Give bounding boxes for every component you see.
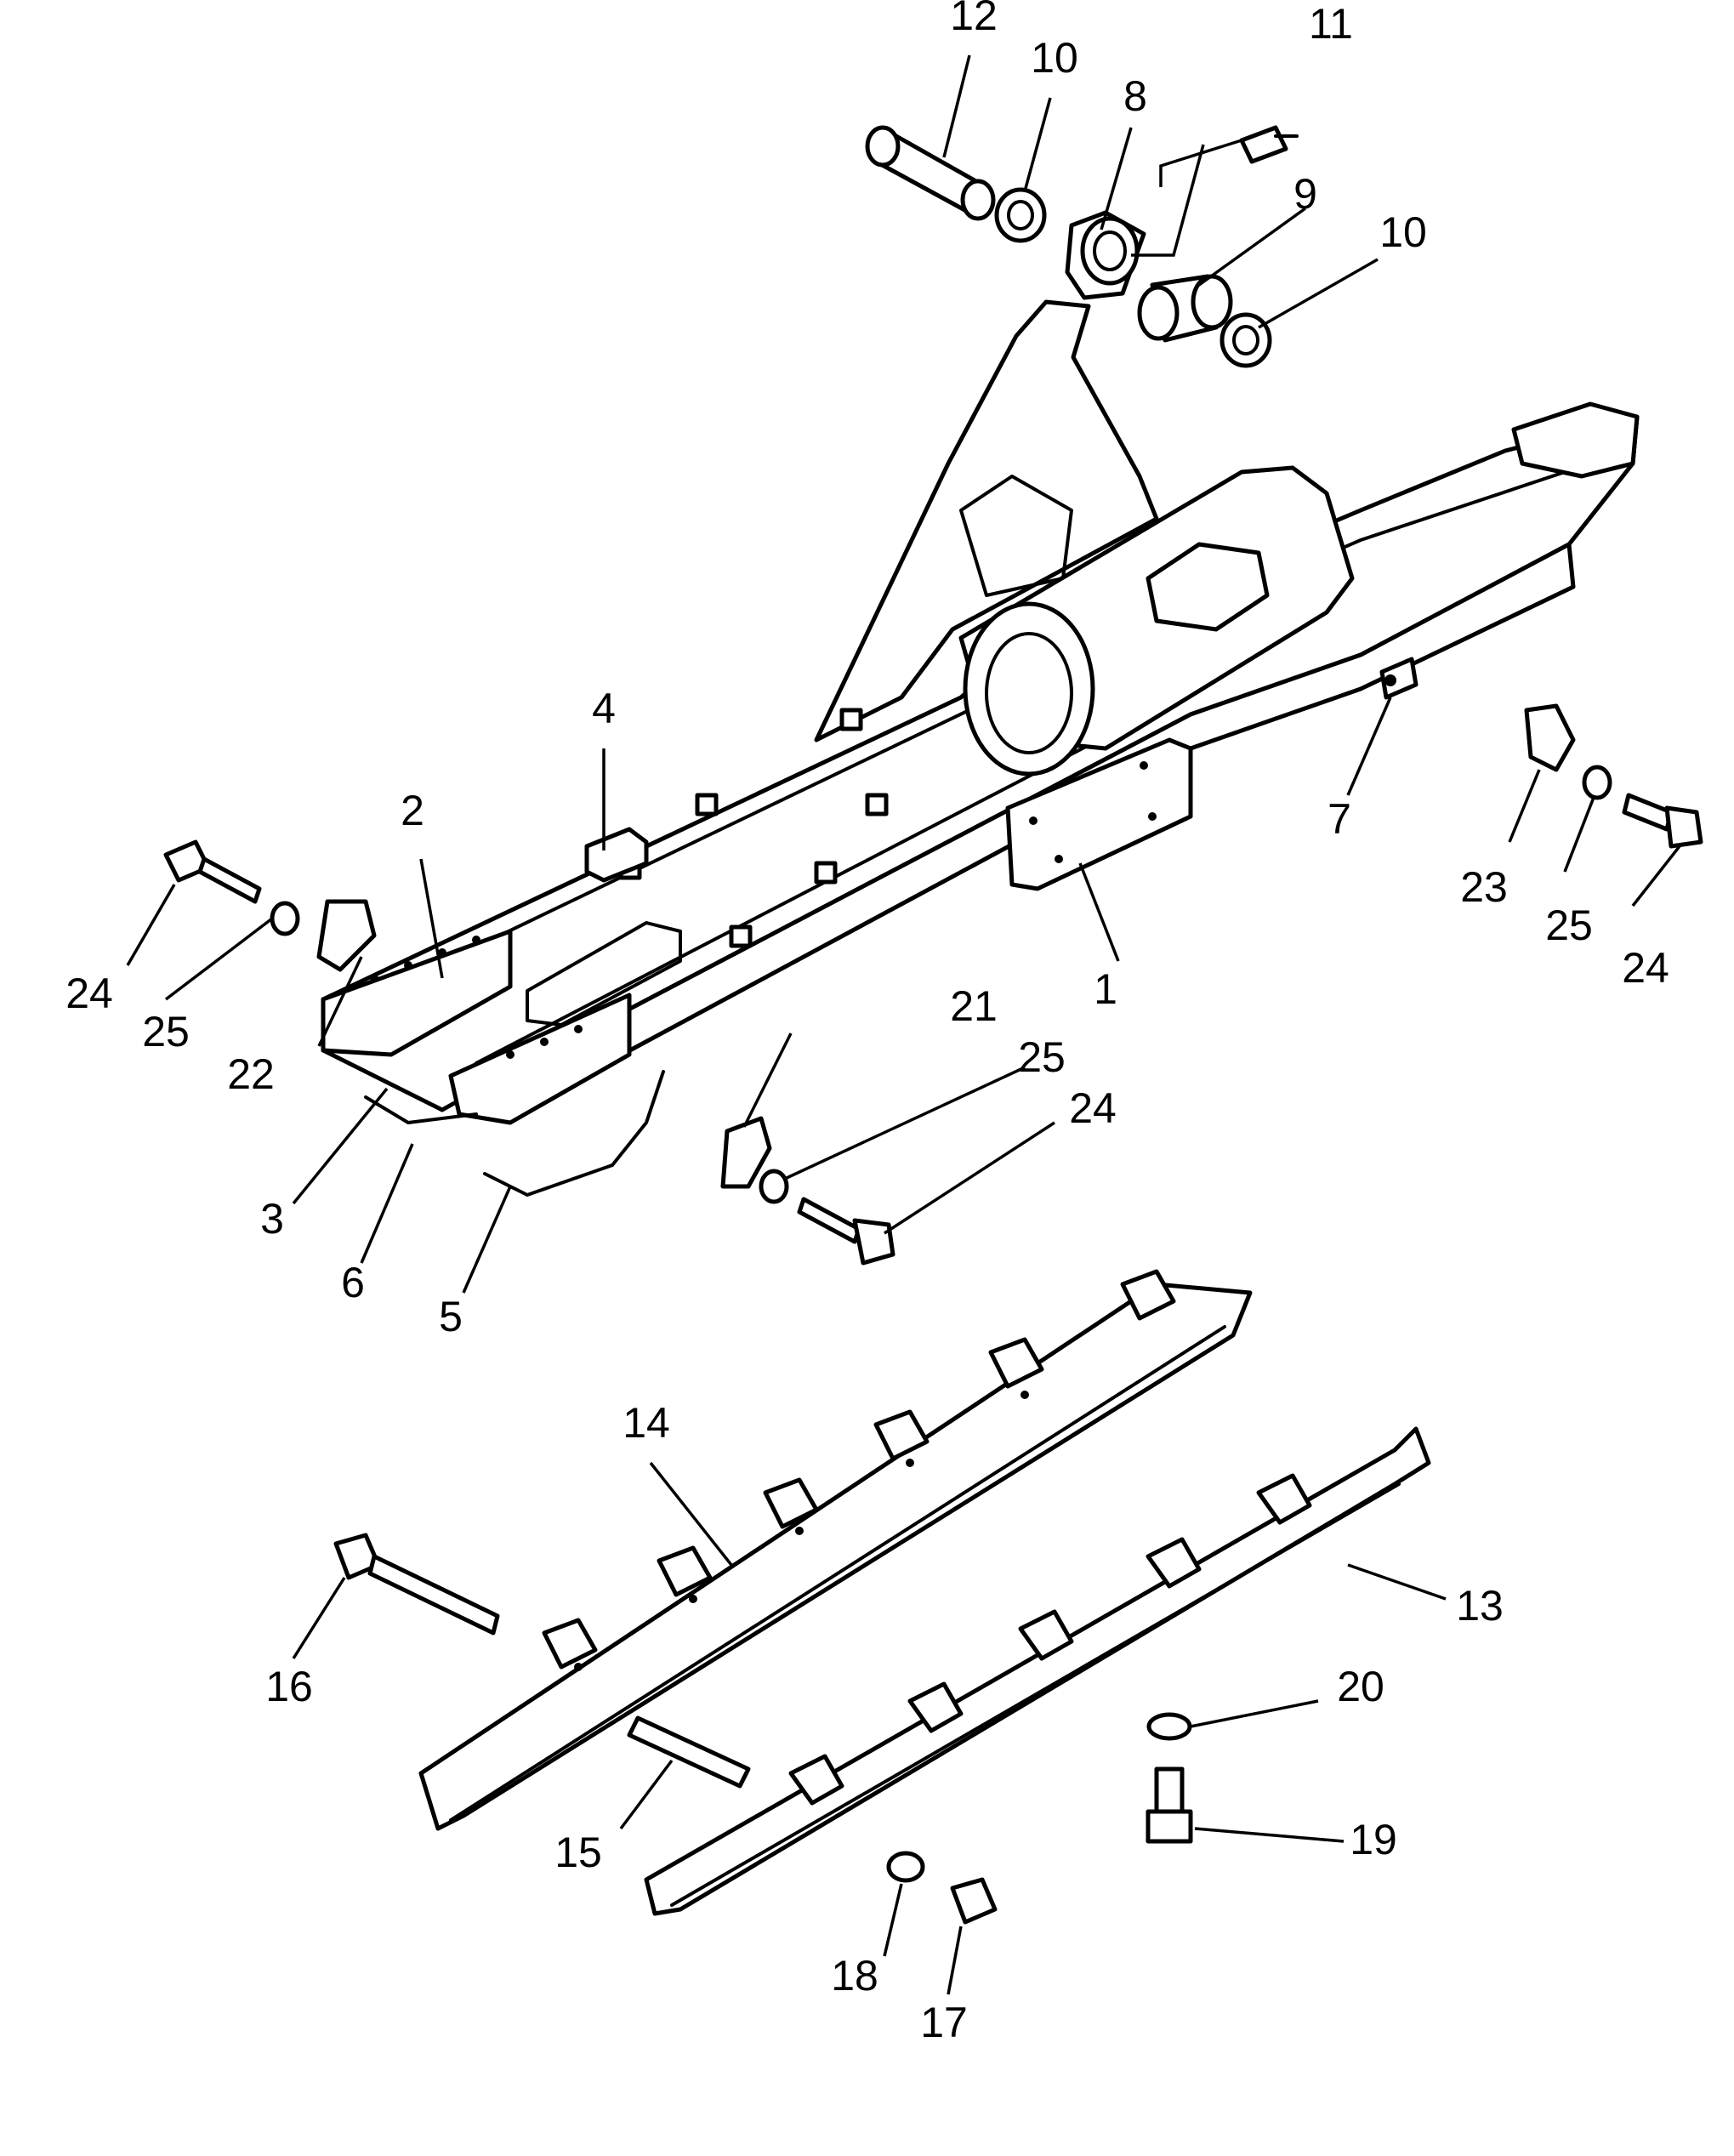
callout-24-left: 24 [65,970,113,1017]
seal-10-lower [1219,312,1272,368]
pin-15 [627,1715,751,1789]
boss-8 [1065,210,1146,300]
pivot-parts [865,125,1299,368]
callout-10-lower: 10 [1379,208,1427,256]
callout-15: 15 [554,1829,602,1876]
callout-3: 3 [260,1195,284,1243]
nut-17 [950,1877,998,1925]
plate-21 [720,1116,772,1189]
bushing-9 [1137,274,1233,343]
callout-11: 11 [1309,0,1353,48]
guard-13 [644,1426,1431,1916]
callout-13: 13 [1456,1582,1504,1630]
bracket-7 [1379,657,1418,700]
bolt-16 [333,1533,500,1635]
bolt-24-left [163,839,262,904]
washer-25-middle [759,1169,789,1204]
washer-25-left [270,901,300,936]
bolt-set-left [163,839,377,972]
callout-23: 23 [1460,863,1508,911]
callout-19: 19 [1350,1816,1397,1863]
washer-18 [886,1851,925,1883]
callout-4: 4 [592,685,616,732]
track-frame [321,299,1640,1197]
callout-25-middle: 25 [1018,1033,1066,1081]
callout-6: 6 [341,1259,365,1306]
callout-14: 14 [623,1399,670,1447]
washer-20 [1146,1712,1192,1741]
bolt-24-middle [797,1197,895,1266]
pivot-arm [814,299,1159,742]
callout-16: 16 [265,1663,313,1710]
callout-17: 17 [920,1999,968,2046]
callouts: 1 2 3 4 5 6 7 8 9 10 10 11 12 13 14 15 1… [65,0,1669,2046]
bolt-set-right [1524,703,1703,849]
callout-22: 22 [227,1050,275,1098]
leader-lines [126,54,1681,1995]
callout-20: 20 [1337,1663,1384,1710]
callout-2: 2 [401,787,424,834]
callout-9: 9 [1293,170,1317,218]
callout-24-right: 24 [1622,944,1669,992]
bolt-24-right [1622,793,1703,849]
callout-1: 1 [1094,965,1117,1013]
washer-25-right [1582,765,1612,800]
bolt-set-middle [720,1116,895,1266]
callout-18: 18 [831,1952,878,2000]
bolt-19 [1146,1766,1193,1844]
callout-8: 8 [1123,72,1147,120]
callout-25-left: 25 [142,1008,190,1055]
callout-12: 12 [950,0,998,39]
bracket-4 [584,827,649,883]
plate-22 [316,899,377,972]
side-plate [1005,737,1193,891]
callout-24-middle: 24 [1069,1084,1117,1132]
callout-25-right: 25 [1545,902,1593,949]
seal-10-upper [994,187,1047,243]
callout-5: 5 [439,1293,463,1340]
callout-10-upper: 10 [1031,34,1078,82]
guard-14 [418,1269,1253,1831]
plate-23 [1524,703,1576,772]
grease-fitting-11 [1239,125,1299,164]
callout-7: 7 [1328,795,1351,843]
callout-21: 21 [950,982,998,1030]
pin-12 [865,125,996,221]
